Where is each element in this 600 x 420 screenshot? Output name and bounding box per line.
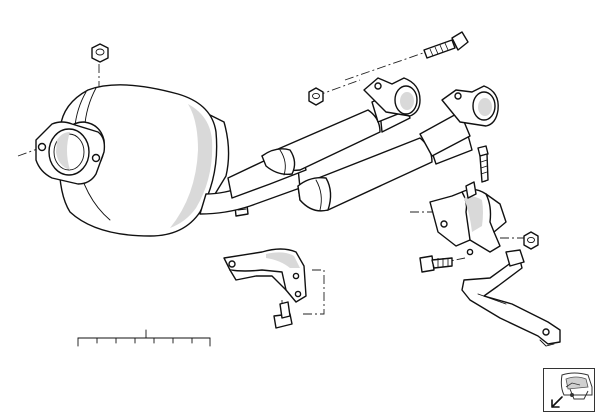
bracket-long xyxy=(461,249,561,347)
holder-clamp xyxy=(429,181,507,256)
scale-bar xyxy=(77,329,211,347)
car-rear-thumbnail-icon xyxy=(560,372,593,400)
bolt-right-vertical xyxy=(477,145,489,183)
nut-top-left xyxy=(91,43,109,63)
bracket-lower xyxy=(223,248,307,303)
nut-bracket-right xyxy=(523,231,539,250)
navigation-thumbnail[interactable] xyxy=(543,368,595,412)
twin-exhaust-pipes xyxy=(199,77,499,215)
catalytic-converter xyxy=(35,84,249,237)
nut-center xyxy=(308,87,324,106)
bolt-top-right xyxy=(423,31,469,59)
arrow-down-left-icon xyxy=(551,396,563,408)
bolt-bracket-left xyxy=(419,255,453,273)
bolt-lower-bracket xyxy=(273,301,293,329)
